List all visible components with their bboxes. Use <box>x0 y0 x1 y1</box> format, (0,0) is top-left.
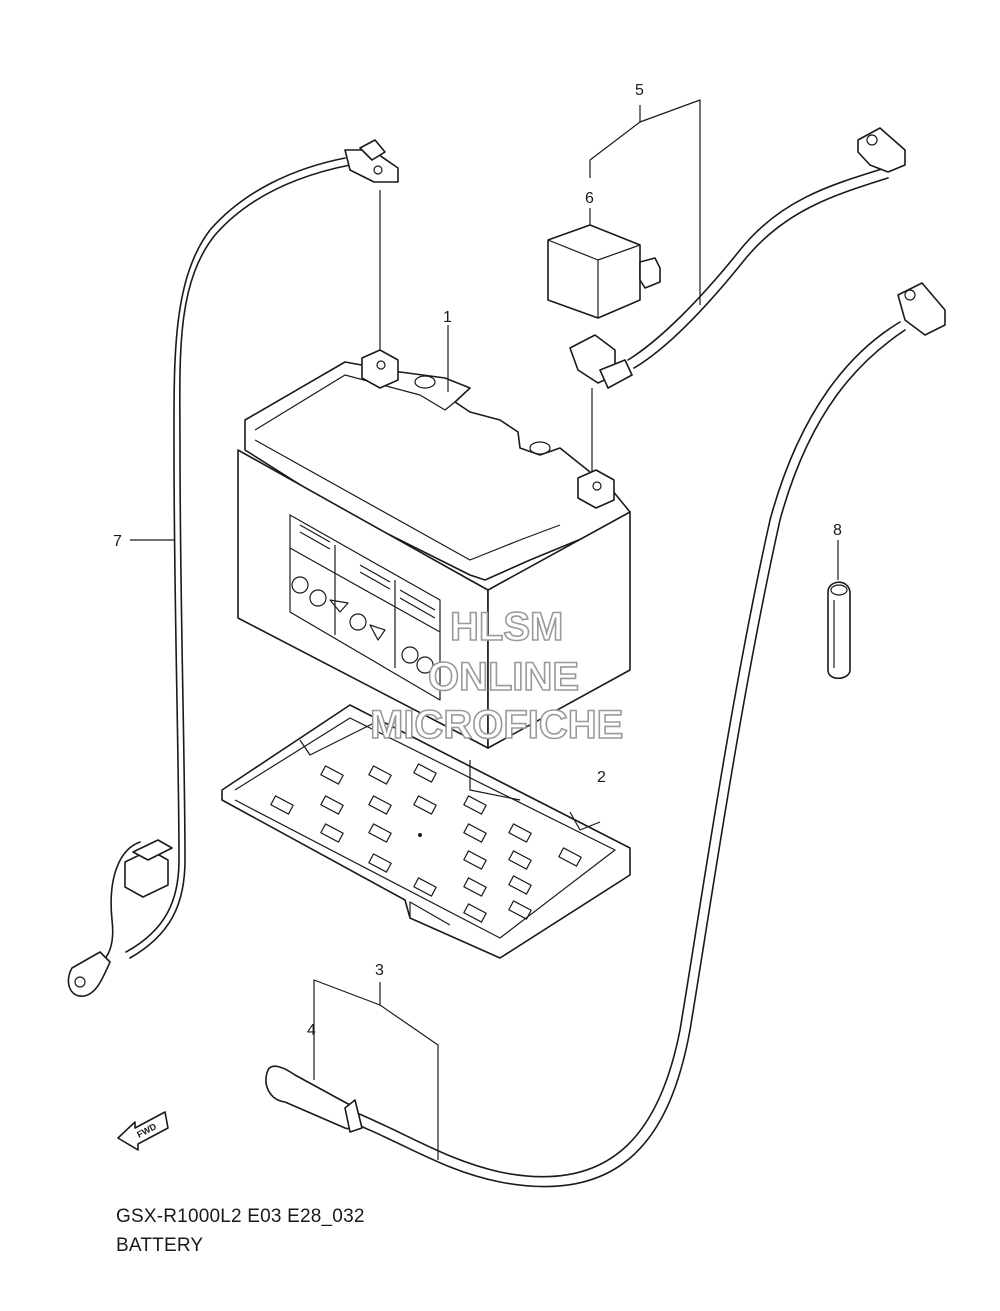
diagram-code: GSX-R1000L2 E03 E28_032 <box>116 1206 365 1227</box>
callout-3: 3 <box>375 962 384 979</box>
watermark-line1: HLSM <box>450 605 563 649</box>
watermark-line3: MICROFICHE <box>370 703 623 747</box>
callout-2: 2 <box>597 769 606 786</box>
callout-7: 7 <box>113 533 122 550</box>
leader-lines <box>130 99 839 1160</box>
callout-1: 1 <box>443 309 452 326</box>
clamp-band <box>827 581 851 680</box>
callout-6: 6 <box>585 190 594 207</box>
starter-cable <box>265 282 946 1188</box>
callouts: 1 2 3 4 5 6 7 8 <box>113 82 842 1039</box>
negative-lead-wire <box>67 139 399 997</box>
terminal-cover <box>547 224 661 319</box>
watermark-line2: ONLINE <box>428 655 579 699</box>
callout-8: 8 <box>833 522 842 539</box>
tray-slots <box>270 763 582 923</box>
callout-4: 4 <box>307 1022 316 1039</box>
battery <box>237 330 631 749</box>
callout-5: 5 <box>635 82 644 99</box>
fwd-arrow-icon: FWD <box>117 1111 169 1151</box>
battery-tray <box>221 704 631 959</box>
diagram-title: BATTERY <box>116 1235 204 1256</box>
watermark: HLSM ONLINE MICROFICHE <box>369 604 624 748</box>
positive-lead-wire <box>569 127 906 472</box>
